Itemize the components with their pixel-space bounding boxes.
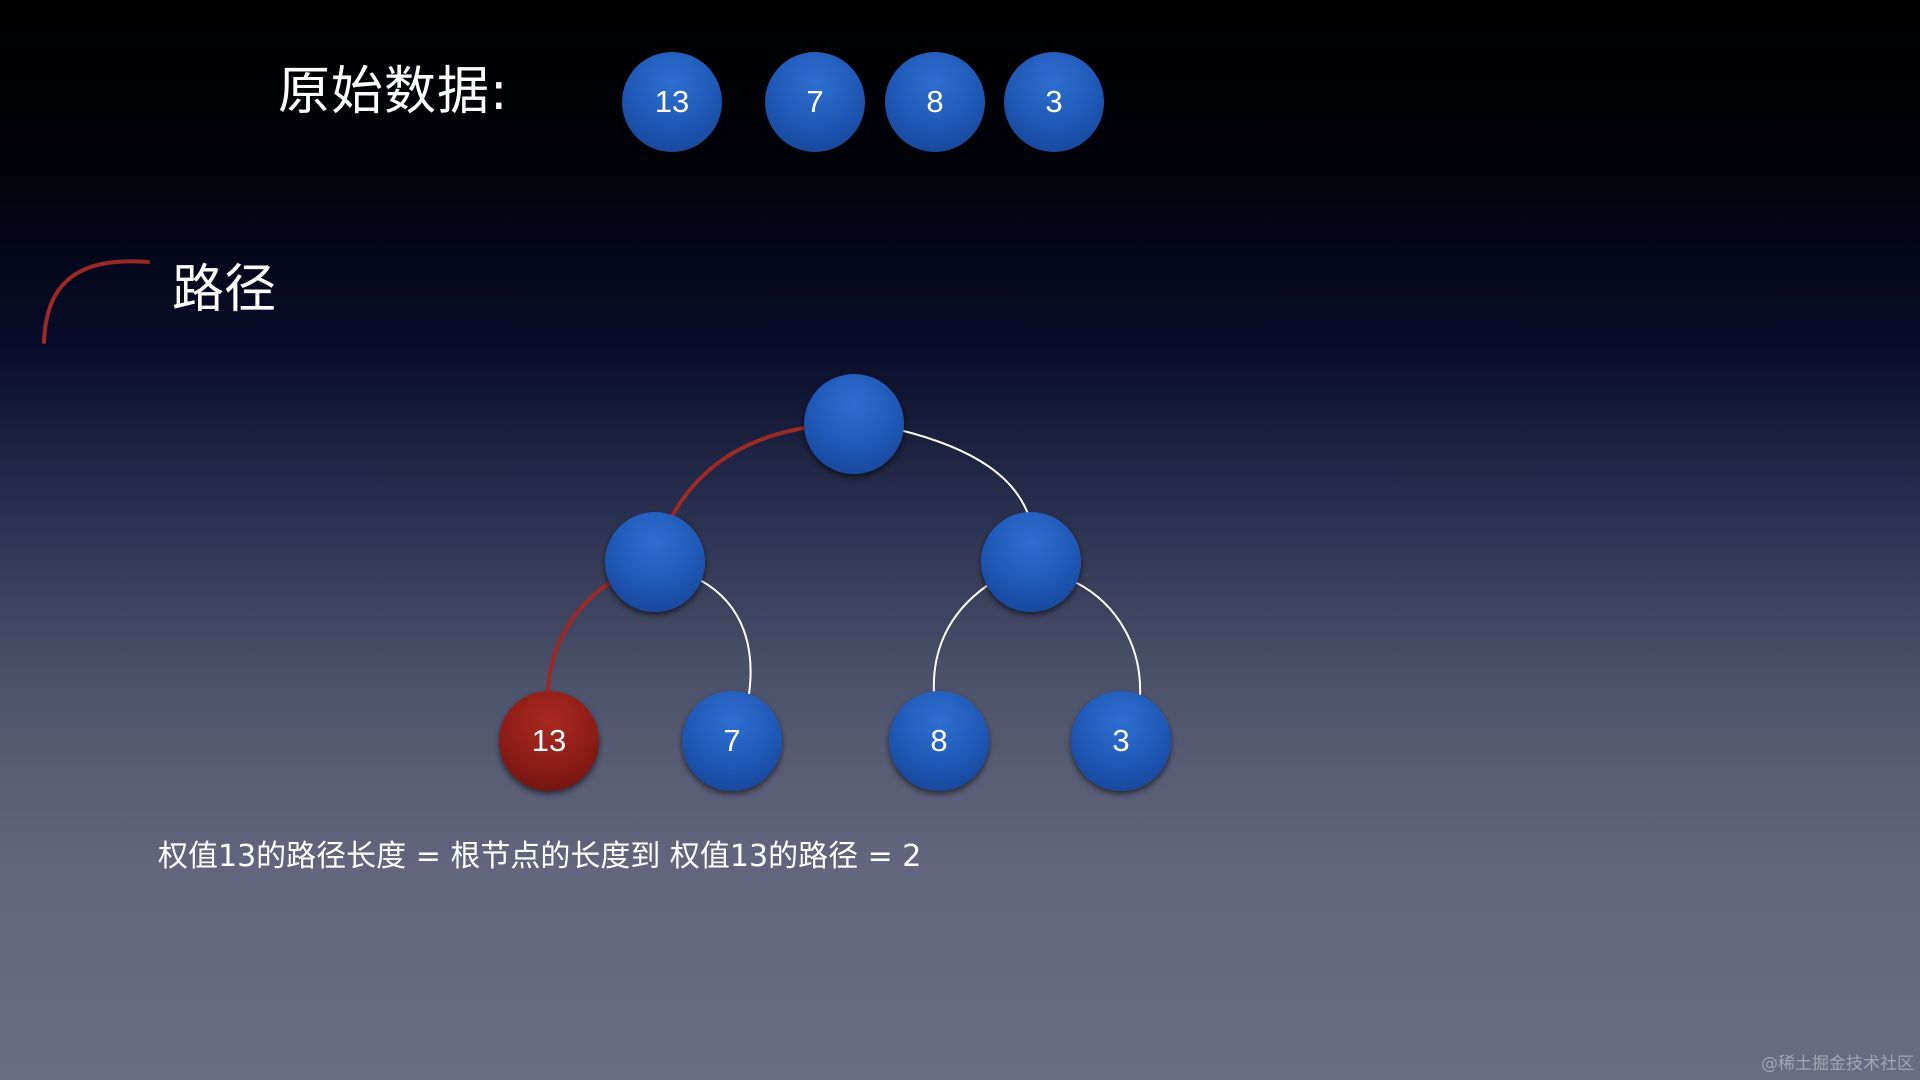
tree-leaf-13: 13	[499, 691, 599, 791]
legend-path-sample	[42, 259, 150, 344]
edge-root-left	[670, 426, 806, 518]
watermark: @稀土掘金技术社区	[1761, 1054, 1914, 1074]
data-node-label: 7	[806, 84, 824, 119]
leaf-label: 3	[1112, 723, 1130, 758]
tree-root-node	[804, 374, 904, 474]
data-node-3: 8	[885, 52, 985, 152]
edge-right-leaf8	[932, 584, 989, 695]
path-legend-label: 路径	[172, 260, 277, 320]
leaf-label: 8	[930, 723, 948, 758]
data-node-label: 8	[926, 84, 944, 119]
tree-leaf-8: 8	[889, 691, 989, 791]
leaf-label: 13	[531, 723, 567, 758]
page-title: 原始数据:	[278, 62, 509, 122]
data-node-label: 3	[1045, 84, 1063, 119]
data-node-label: 13	[654, 84, 690, 119]
edge-right-leaf3	[1074, 581, 1142, 697]
tree-internal-right-node	[981, 512, 1081, 612]
leaf-label: 7	[723, 723, 741, 758]
edge-root-right	[899, 429, 1029, 515]
data-node-2: 7	[765, 52, 865, 152]
tree-leaf-7: 7	[682, 691, 782, 791]
data-node-4: 3	[1004, 52, 1104, 152]
path-length-formula: 权值13的路径长度 = 根节点的长度到 权值13的路径 = 2	[158, 839, 922, 874]
edge-left-leaf7	[699, 579, 752, 695]
edge-left-leaf13	[546, 582, 610, 692]
data-node-1: 13	[622, 52, 722, 152]
tree-leaf-3: 3	[1071, 691, 1171, 791]
tree-internal-left-node	[605, 512, 705, 612]
